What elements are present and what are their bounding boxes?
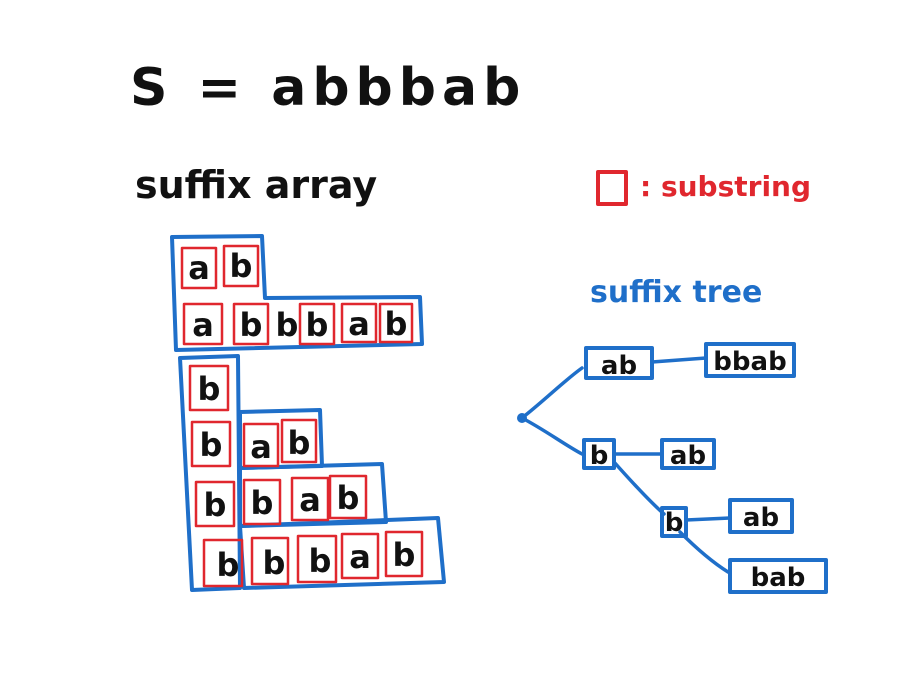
suffix-row: b [188, 364, 230, 412]
char-cell [296, 534, 338, 584]
char-cell [232, 302, 270, 346]
char-cell-text: b [276, 306, 299, 344]
tree-edge [684, 516, 732, 522]
char-cell-text: b [198, 370, 221, 408]
suffix-group-a-outline [170, 234, 424, 352]
char-cell [180, 246, 218, 290]
suffix-tree-label: suffix tree [590, 275, 762, 310]
char-cell [182, 302, 224, 346]
suffix-row: a b [180, 244, 260, 290]
char-cell [328, 474, 368, 520]
char-cell-text: b [251, 484, 274, 522]
char-cell-text: b [309, 542, 332, 580]
char-cell-text: a [299, 481, 321, 519]
char-cell-text: b [217, 546, 240, 584]
tree-node-bbab [704, 342, 796, 378]
tree-edge [520, 366, 584, 420]
tree-node-b [582, 438, 616, 470]
suffix-tree: ab bbab b ab b ab bab [517, 342, 828, 594]
tree-node-label: ab [601, 351, 637, 381]
tree-node-label: b [665, 508, 684, 538]
legend-red-square-icon [596, 170, 628, 206]
char-cell [340, 302, 378, 344]
char-cell-text: b [306, 306, 329, 344]
char-cell [340, 532, 380, 580]
char-cell-text: b [288, 424, 311, 462]
suffix-row: a b b b a b [182, 302, 414, 346]
char-cell [384, 530, 424, 578]
char-cell [194, 480, 236, 528]
char-cell [190, 420, 232, 468]
tree-node-label: bab [751, 563, 806, 593]
suffix-row: b b b a b [202, 530, 424, 588]
tree-node-bab [728, 558, 828, 594]
tree-node-label: b [590, 441, 609, 471]
char-cell-text: a [348, 305, 370, 343]
suffix-row: b a b [190, 418, 318, 468]
char-cell [250, 536, 290, 586]
char-cell-text: b [263, 544, 286, 582]
suffix-array-label: suffix array [135, 163, 377, 207]
tree-edge [678, 530, 730, 574]
char-cell-text: b [385, 305, 408, 343]
char-cell [290, 476, 330, 522]
tree-node-ab [584, 346, 654, 380]
tree-node-label: ab [670, 441, 706, 471]
suffix-row: b b a b [194, 474, 368, 528]
char-cell [188, 364, 230, 412]
char-cell [378, 302, 414, 344]
tree-node-ab [660, 438, 716, 470]
legend: : substring [596, 170, 811, 206]
char-cell-text: b [393, 536, 416, 574]
suffix-array-grid: a b a b b b a b b b a [170, 234, 446, 592]
char-cell [298, 302, 336, 346]
char-cell [202, 538, 244, 588]
tree-edge [520, 416, 584, 456]
char-cell-text: a [349, 538, 371, 576]
tree-edge [612, 460, 666, 516]
tree-node-label: ab [743, 503, 779, 533]
char-cell [280, 418, 318, 464]
tree-node-label: bbab [713, 347, 786, 377]
legend-text: : substring [640, 170, 811, 203]
char-cell-text: b [204, 486, 227, 524]
equation-title: S = abbbab [130, 58, 526, 118]
char-cell-text: b [337, 479, 360, 517]
char-cell-text: b [230, 247, 253, 285]
tree-node-b [660, 506, 688, 538]
char-cell-text: a [188, 249, 210, 287]
char-cell-text: a [250, 428, 272, 466]
char-cell [242, 422, 280, 468]
char-cell-text: a [192, 306, 214, 344]
tree-node-ab [728, 498, 794, 534]
suffix-group-b-outline [178, 354, 242, 592]
char-cell-text: b [240, 306, 263, 344]
char-cell-text: b [200, 426, 223, 464]
tree-edge [650, 356, 708, 364]
char-cell [222, 244, 260, 288]
char-cell [242, 478, 282, 526]
